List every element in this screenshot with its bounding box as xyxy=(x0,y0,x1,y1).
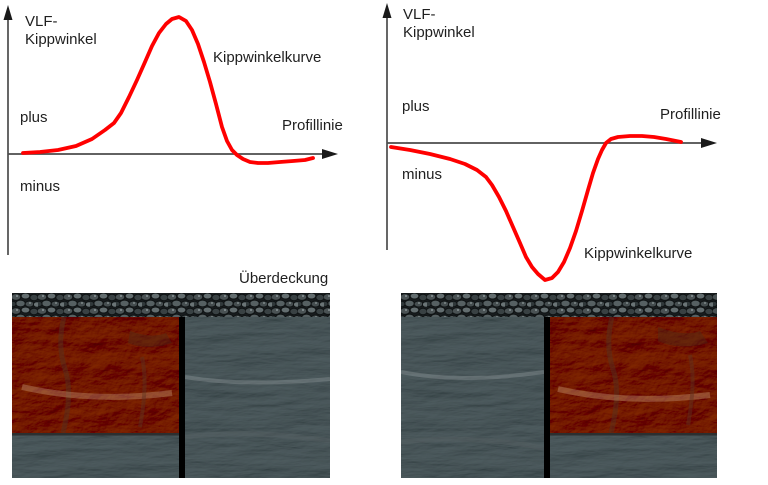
fault-line-right xyxy=(544,317,550,478)
arrow-right-right-icon xyxy=(701,138,717,148)
rock-conductor-left xyxy=(12,317,179,433)
arrow-right-left-icon xyxy=(322,149,338,159)
curve-label-right: Kippwinkelkurve xyxy=(584,245,693,262)
y-axis-title-right-line1: VLF- xyxy=(403,6,436,23)
overburden-gravel-left xyxy=(12,293,330,317)
minus-label-right: minus xyxy=(402,166,443,183)
y-axis-title-left-line2: Kippwinkel xyxy=(25,31,97,48)
minus-label-left: minus xyxy=(20,178,61,195)
rock-basement-left xyxy=(12,433,179,478)
overburden-gravel-right xyxy=(401,293,717,317)
kippwinkel-curve-positive-anomaly xyxy=(21,15,315,165)
rock-basement-right xyxy=(550,433,717,478)
x-axis-title-left: Profillinie xyxy=(282,117,343,134)
rock-conductor-right xyxy=(550,317,717,433)
arrow-up-left-icon xyxy=(3,5,13,20)
plus-label-right: plus xyxy=(402,98,430,115)
curve-label-left: Kippwinkelkurve xyxy=(213,49,322,66)
y-axis-title-left: VLF- Kippwinkel xyxy=(25,13,97,49)
y-axis-title-right-line2: Kippwinkel xyxy=(403,24,475,41)
x-axis-title-right: Profillinie xyxy=(660,106,721,123)
y-axis-title-left-line1: VLF- xyxy=(25,13,58,30)
rock-host-left xyxy=(185,317,330,478)
rock-host-right xyxy=(401,317,544,478)
arrow-up-right-icon xyxy=(382,3,392,18)
kippwinkel-curve-negative-anomaly xyxy=(389,134,683,282)
plus-label-left: plus xyxy=(20,109,48,126)
y-axis-title-right: VLF- Kippwinkel xyxy=(403,6,475,42)
overburden-label: Überdeckung xyxy=(239,270,329,287)
fault-line-left xyxy=(179,317,185,478)
